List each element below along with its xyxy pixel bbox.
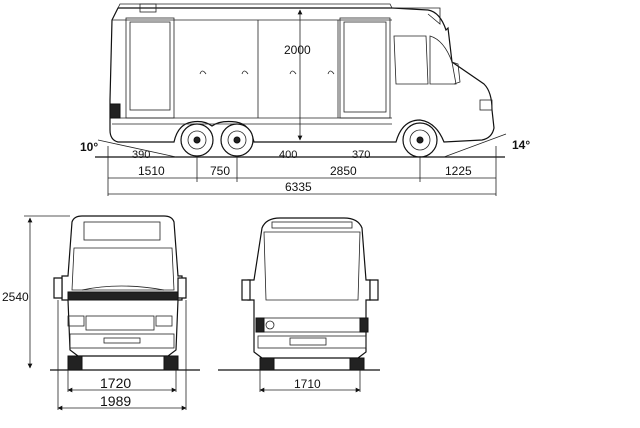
rear-angle-label: 10° [80, 140, 98, 154]
rear-left-tyre [259, 357, 275, 371]
front-height-label: 2540 [2, 290, 29, 304]
side-body [109, 7, 495, 143]
side-headlamp [479, 99, 493, 111]
front-left-mirror [53, 277, 63, 299]
rear-plate [289, 337, 327, 346]
rear-bumper [257, 335, 367, 349]
segment-3-label: 2850 [330, 164, 357, 178]
side-cab-window [393, 35, 429, 85]
side-roof-spoiler [392, 7, 441, 25]
front-clearance-label: 370 [352, 149, 370, 161]
segment-1-label: 1510 [138, 164, 165, 178]
side-height-label: 2000 [284, 43, 311, 57]
front-windscreen [71, 247, 175, 291]
rear-view: 1710 [218, 217, 380, 393]
side-front-wheel [402, 122, 438, 158]
front-bumper [69, 333, 175, 349]
segment-4-label: 1225 [445, 164, 472, 178]
front-destination-board [83, 221, 161, 241]
rear-right-mirror [369, 279, 379, 301]
rear-track-label: 1710 [294, 377, 321, 391]
rear-body [247, 217, 371, 359]
rear-left-mirror [241, 279, 251, 301]
rear-roof-band [271, 221, 353, 229]
front-track-label: 1720 [100, 375, 131, 391]
side-windscreen [429, 35, 457, 85]
front-angle-line [443, 133, 507, 158]
side-roof-hatch [139, 3, 157, 13]
rear-right-tyre [349, 357, 365, 371]
front-grille [85, 315, 155, 331]
front-width-label: 1989 [100, 393, 131, 409]
rear-badge [265, 320, 275, 330]
rear-overhang-label: 390 [132, 149, 150, 161]
front-right-tyre [163, 355, 179, 371]
side-rear-wheel-1 [180, 123, 214, 157]
side-mirror [451, 61, 461, 85]
rear-angle-line [97, 139, 177, 158]
side-rear-door [125, 17, 175, 119]
rear-window [263, 231, 361, 301]
front-dash-band [67, 291, 179, 301]
front-left-tyre [67, 355, 83, 371]
front-angle-label: 14° [512, 138, 530, 152]
side-view: 2000 10° 14° 390 400 370 1510 750 2850 1… [80, 3, 530, 196]
segment-2-label: 750 [210, 164, 230, 178]
mid-clearance-label: 400 [279, 149, 297, 161]
side-rear-lamp [109, 103, 121, 119]
rear-left-lamp [255, 317, 265, 333]
side-rear-wheel-2 [220, 123, 254, 157]
side-entry-door [339, 17, 391, 119]
front-right-mirror [177, 277, 187, 299]
rear-right-lamp [359, 317, 369, 333]
total-length-label: 6335 [285, 180, 312, 194]
side-roof-rack [117, 3, 393, 9]
front-left-headlamp [67, 315, 85, 327]
front-view: 2540 1720 1989 [2, 215, 200, 411]
front-right-headlamp [155, 315, 173, 327]
